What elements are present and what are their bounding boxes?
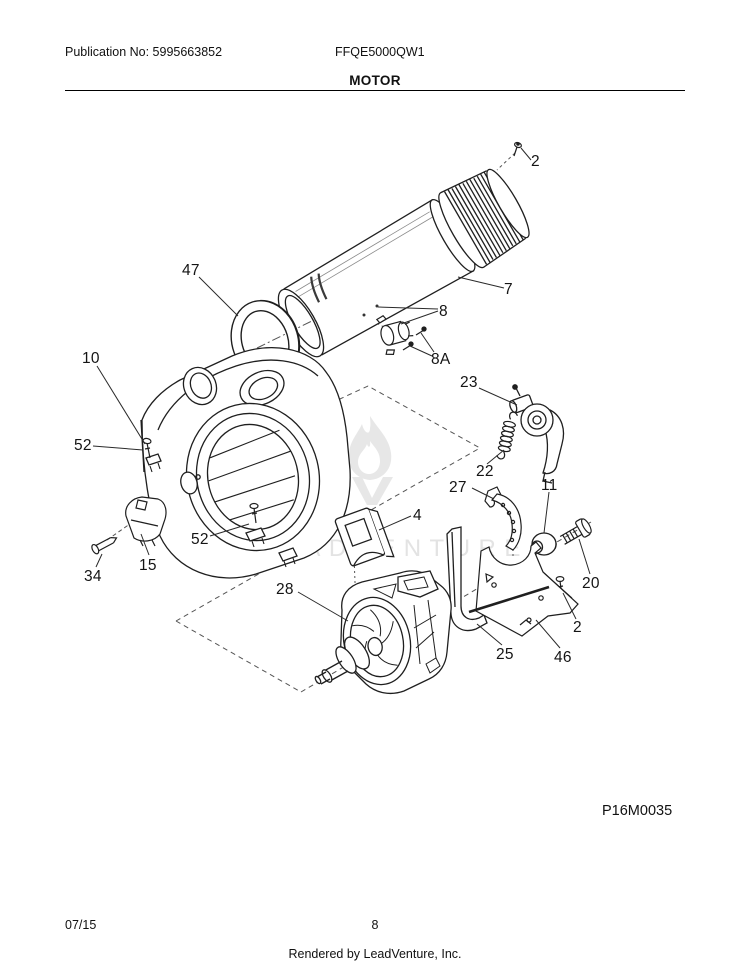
footer-date: 07/15 <box>65 918 97 932</box>
motor-shaft <box>314 636 371 685</box>
part-25-bracket-leg <box>446 526 488 632</box>
part-label-22: 22 <box>476 463 494 480</box>
part-label-52-left: 52 <box>74 437 92 454</box>
part-15-switch <box>125 496 167 547</box>
screw-52-lower <box>249 502 259 524</box>
part-22-spring <box>496 411 519 460</box>
publication-number: Publication No: 5995663852 <box>65 45 223 59</box>
screw-2-top <box>513 141 522 157</box>
leader-lines <box>92 147 591 649</box>
part-20-bolt <box>559 518 592 545</box>
part-label-52-lower: 52 <box>191 531 209 548</box>
part-label-47: 47 <box>182 262 200 279</box>
housing-front-opening <box>185 402 321 552</box>
part-4-clamp <box>334 507 395 567</box>
part-label-2-top: 2 <box>531 153 540 170</box>
section-title: MOTOR <box>349 73 401 88</box>
model-number: FFQE5000QW1 <box>335 45 425 59</box>
part-label-8: 8 <box>439 303 448 320</box>
duct-hole <box>362 313 366 317</box>
part-label-46: 46 <box>554 649 572 666</box>
part-label-10: 10 <box>82 350 100 367</box>
duct-hole <box>375 304 379 308</box>
part-label-8a: 8A <box>431 351 451 368</box>
diagram-code: P16M0035 <box>602 803 673 819</box>
part-label-27: 27 <box>449 479 467 496</box>
part-label-34: 34 <box>84 568 102 585</box>
part-7-ribbed-cap <box>440 168 530 268</box>
part-label-2-right: 2 <box>573 619 582 636</box>
part-label-15: 15 <box>139 557 157 574</box>
part-23-idler-arm <box>509 384 565 484</box>
footer-page-number: 8 <box>371 918 379 932</box>
part-8-thermostat <box>375 314 414 355</box>
part-label-20: 20 <box>582 575 600 592</box>
housing-top-opening <box>239 369 285 407</box>
part-10-blower-housing <box>140 347 351 579</box>
part-label-4: 4 <box>413 507 422 524</box>
part-7-duct <box>277 168 530 358</box>
part-46-motor-bracket <box>468 541 579 637</box>
part-label-28: 28 <box>276 581 294 598</box>
screw-34 <box>91 536 118 555</box>
header-rule <box>65 90 685 91</box>
part-label-23: 23 <box>460 374 478 391</box>
housing-outlet-collar <box>182 366 218 406</box>
part-27-rack <box>484 486 522 551</box>
part-label-7: 7 <box>504 281 513 298</box>
leadventure-flame-icon <box>348 416 393 505</box>
part-28-motor <box>314 570 452 695</box>
part-label-25: 25 <box>496 646 514 663</box>
footer-credit: Rendered by LeadVenture, Inc. <box>288 947 462 961</box>
part-label-11: 11 <box>541 477 558 494</box>
